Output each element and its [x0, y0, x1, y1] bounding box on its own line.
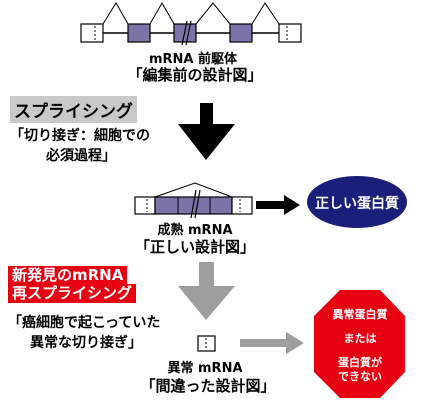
new-finding-desc-line1: 「癌細胞で起こっていた [8, 315, 161, 331]
pre-mrna-structure [80, 1, 302, 46]
abnormal-protein-line4: できない [338, 370, 382, 383]
mature-utr-3 [231, 196, 253, 215]
mature-utr-5 [134, 196, 156, 215]
abnormal-protein-line3: 蛋白質が [338, 356, 382, 369]
splicing-arrow [178, 103, 235, 160]
splicing-label: スプライシング [10, 96, 137, 123]
new-finding-desc-line2: 異常な切り接ぎ」 [30, 335, 142, 351]
pre-mrna-utr-5 [80, 23, 104, 43]
abnormal-mrna-structure [197, 335, 216, 352]
new-finding-line1: 新発見のmRNA [8, 266, 128, 285]
resplicing-arrow [178, 262, 235, 320]
abnormal-protein-octagon [314, 290, 405, 398]
correct-protein-label: 正しい蛋白質 [315, 196, 399, 212]
intron-1 [102, 2, 129, 25]
pre-mrna-label: mRNA 前駆体 [148, 52, 238, 67]
pre-mrna-exon-3 [229, 23, 253, 43]
splicing-desc-line1: 「切り接ぎ：細胞での [10, 128, 150, 144]
new-finding-line2: 再スプライシング [8, 284, 137, 303]
abnormal-label: 異常 mRNA [167, 361, 243, 376]
pre-mrna-utr-3 [278, 23, 302, 43]
intron-2 [149, 1, 175, 25]
splicing-desc-line2: 必須過程」 [46, 148, 116, 164]
pre-mrna-sublabel: 「編集前の設計図」 [127, 66, 263, 84]
mature-mrna-structure [134, 182, 253, 219]
pre-mrna-exon-1 [127, 23, 151, 43]
abnormal-sublabel: 「間違った設計図」 [140, 377, 276, 395]
correct-protein-oval [307, 176, 407, 228]
mature-sublabel: 「正しい設計図」 [134, 238, 255, 256]
correct-protein-arrow [256, 195, 300, 215]
abnormal-protein-line1: 異常蛋白質 [332, 308, 388, 321]
abnormal-protein-arrow [240, 332, 304, 354]
intron-3 [195, 2, 231, 25]
mature-label: 成熟 mRNA [157, 223, 233, 238]
break-mark [181, 20, 188, 46]
abnormal-protein-line2: または [343, 332, 377, 345]
intron-4 [251, 2, 280, 25]
